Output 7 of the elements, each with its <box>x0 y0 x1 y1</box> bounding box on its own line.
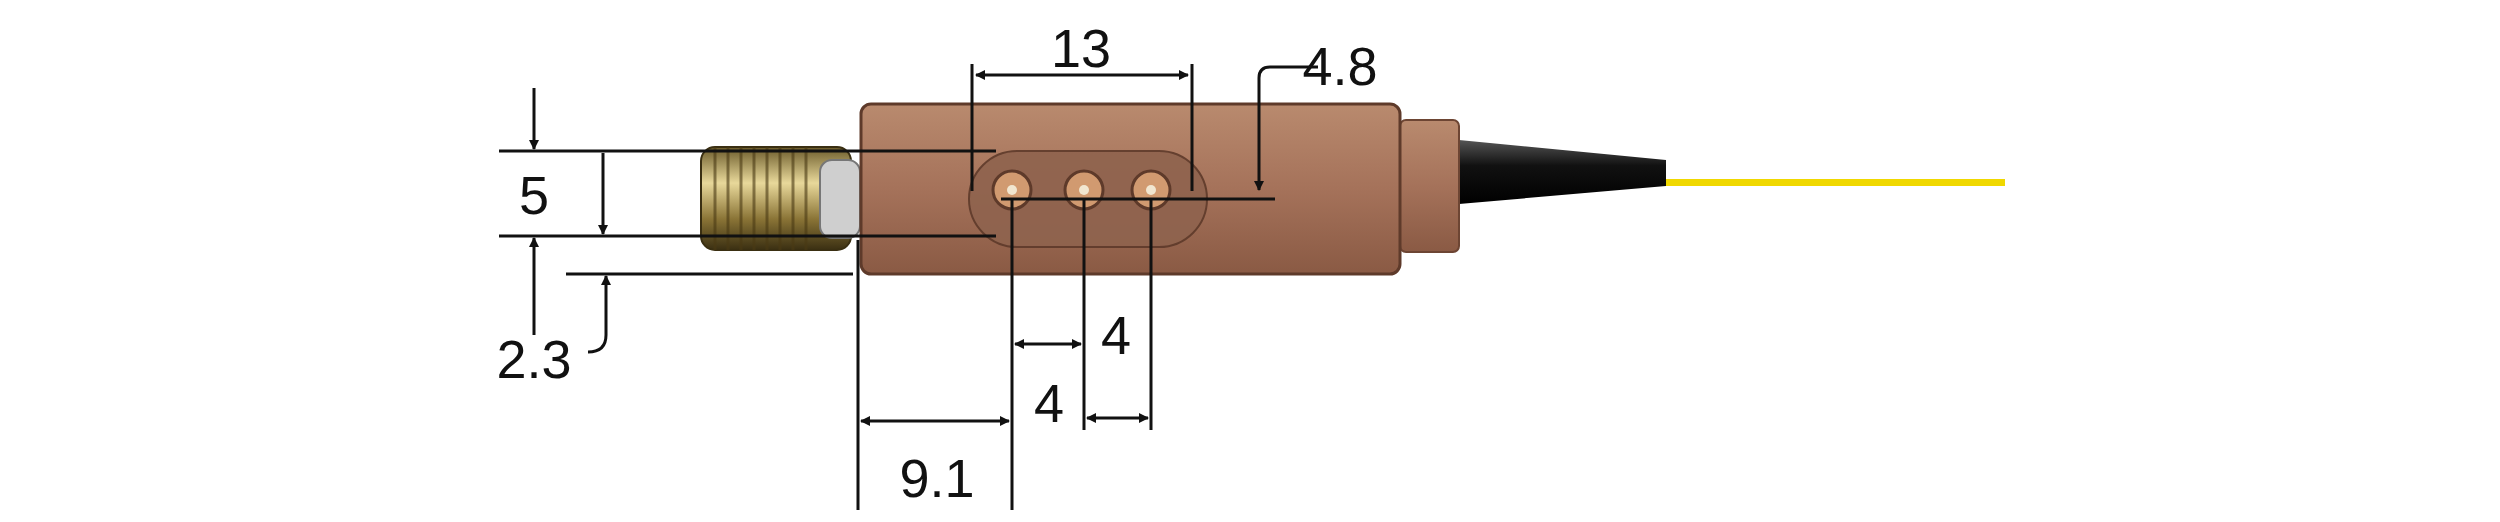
dimension-value: 13 <box>1050 21 1112 75</box>
dimension-value: 5 <box>519 168 549 222</box>
dimension-value: 2.3 <box>496 332 572 386</box>
dimension-value: 9.1 <box>899 451 975 505</box>
dimension-value: 4.8 <box>1302 39 1378 93</box>
dimension-value: 4 <box>1034 376 1064 430</box>
dimension-value: 4 <box>1101 308 1131 362</box>
